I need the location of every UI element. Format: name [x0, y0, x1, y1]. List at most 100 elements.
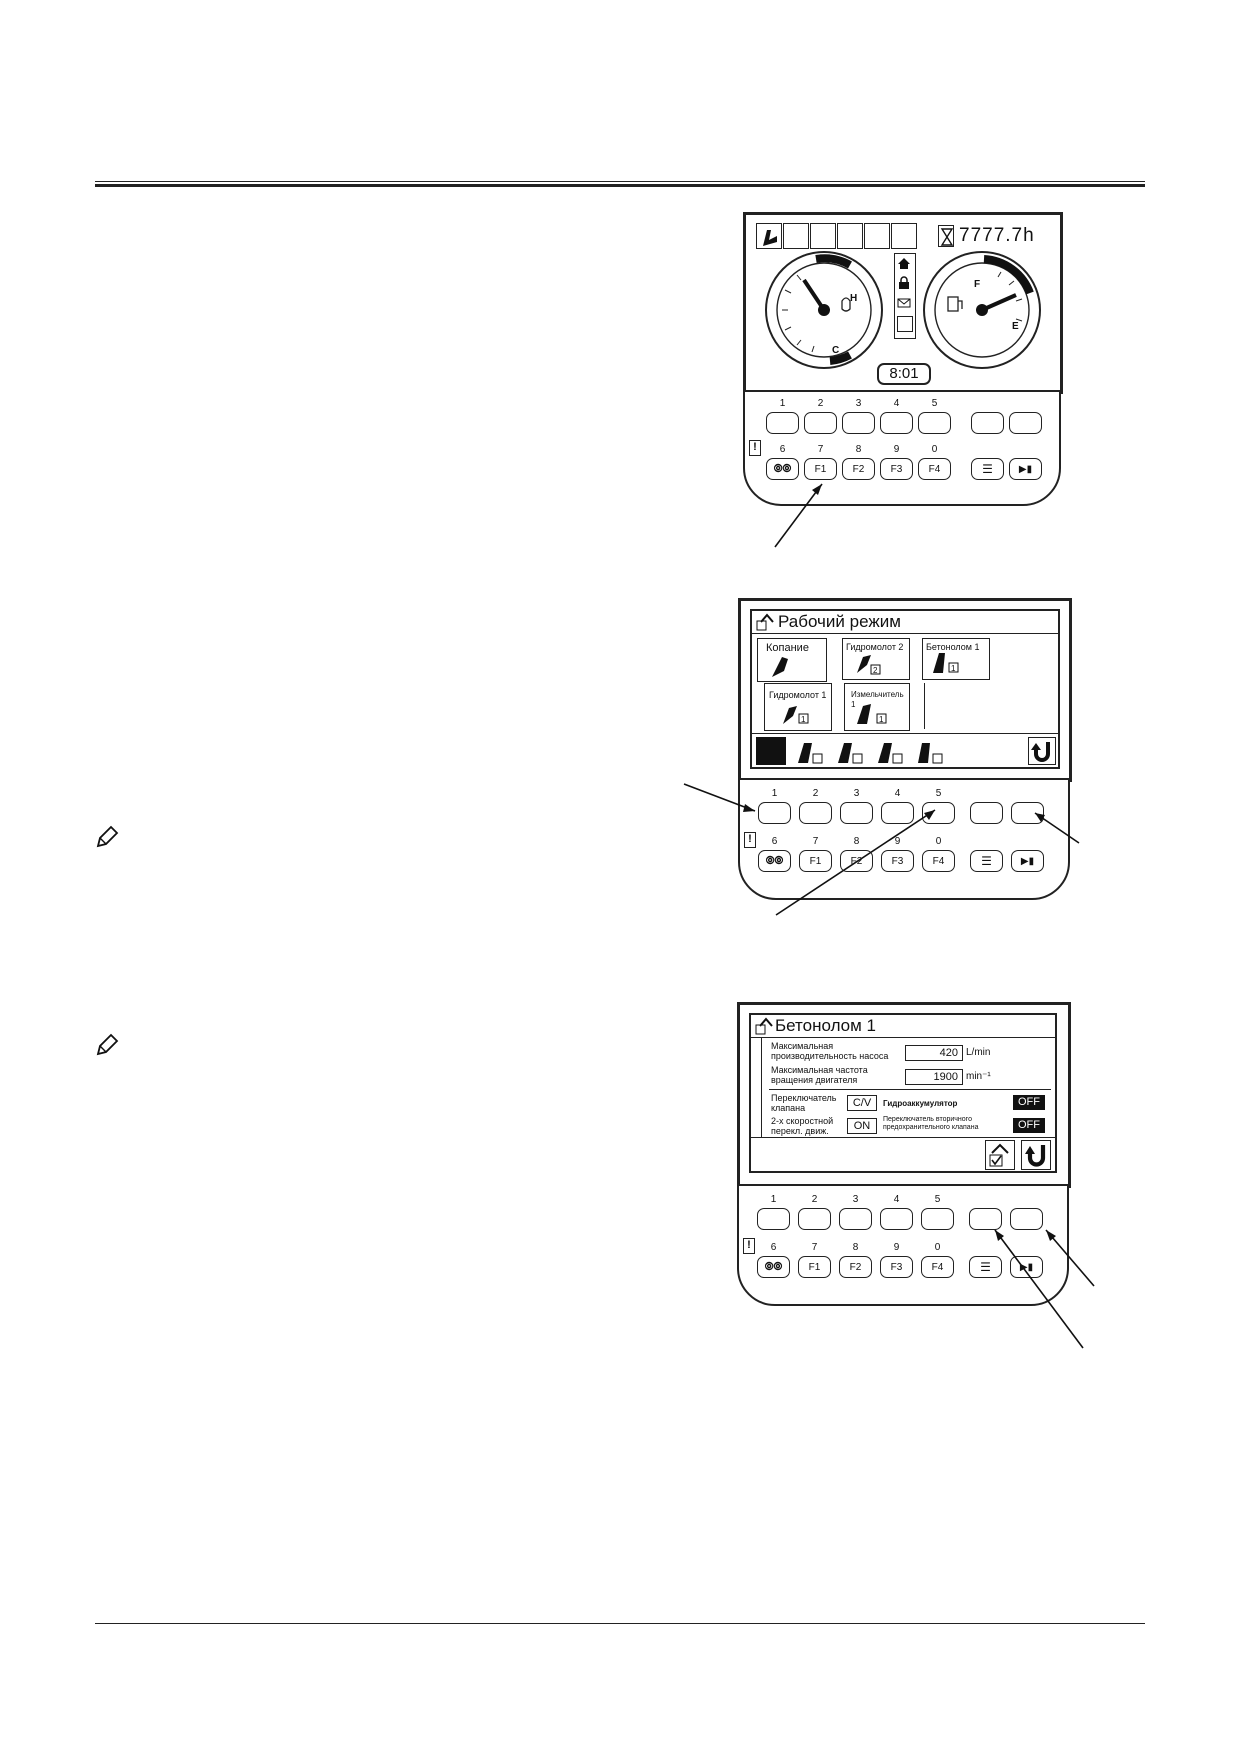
lock-icon [897, 276, 911, 290]
warning-icon: ! [749, 440, 761, 456]
key-f3[interactable]: F3 [880, 1256, 913, 1278]
indicator-slot [837, 223, 863, 249]
key-number-label: 1 [779, 398, 786, 409]
indicator-slot [783, 223, 809, 249]
mode-card-breaker-1[interactable]: Гидромолот 1 1 [764, 683, 832, 731]
key-number-label: 1 [771, 788, 778, 799]
clock-time: 8:01 [889, 365, 919, 382]
fuel-gauge [923, 251, 1041, 369]
camera-icon: ▶▮ [1019, 1261, 1034, 1273]
mode-label: Гидромолот 2 [846, 642, 904, 652]
key-blank-b[interactable] [1011, 802, 1044, 824]
mode-empty-slot [924, 683, 925, 729]
key-3[interactable] [842, 412, 875, 434]
mode-card-breaker-2[interactable]: Гидромолот 2 2 [842, 638, 910, 680]
key-4[interactable] [880, 1208, 913, 1230]
fuel-full-label: F [974, 279, 981, 290]
key-number-label: 2 [817, 398, 824, 409]
key-4[interactable] [881, 802, 914, 824]
fuel-empty-label: E [1012, 321, 1019, 332]
key-6-wiper[interactable]: ⦾⦾ [766, 458, 799, 480]
key-2[interactable] [798, 1208, 831, 1230]
temperature-low-label: C [832, 345, 840, 356]
key-5[interactable] [918, 412, 951, 434]
max-pump-label: Максимальная производительность насоса [771, 1041, 889, 1061]
key-f1[interactable]: F1 [799, 850, 832, 872]
camera-icon: ▶▮ [1020, 855, 1035, 867]
mail-icon [897, 296, 911, 310]
key-blank-a[interactable] [971, 412, 1004, 434]
mode-card-crusher-1[interactable]: Бетонолом 1 1 [922, 638, 990, 680]
key-blank-b[interactable] [1010, 1208, 1043, 1230]
key-1[interactable] [758, 802, 791, 824]
key-blank-a[interactable] [970, 802, 1003, 824]
key-number-label: 3 [853, 788, 860, 799]
key-number-label: 8 [853, 836, 860, 847]
warning-icon: ! [743, 1238, 755, 1254]
key-6-wiper[interactable]: ⦾⦾ [757, 1256, 790, 1278]
key-blank-b[interactable] [1009, 412, 1042, 434]
key-number-label: 3 [855, 398, 862, 409]
valve-switch-label: Переключатель клапана [771, 1093, 837, 1113]
secondary-relief-label: Переключатель вторичного предохранительн… [883, 1116, 979, 1131]
mode-card-pulverizer-1[interactable]: Измельчитель 1 1 [844, 683, 910, 731]
key-5[interactable] [922, 802, 955, 824]
mode-number: 1 [801, 715, 806, 724]
key-3[interactable] [840, 802, 873, 824]
mode-card-digging[interactable]: Копание [757, 638, 827, 682]
softkey-icon-digging [756, 737, 786, 765]
work-mode-screen: Рабочий режим Копание Гидромолот 2 2 Бет… [750, 609, 1060, 769]
key-number-label: 6 [770, 1242, 777, 1253]
clock-display: 8:01 [877, 363, 931, 385]
pulverizer-icon [857, 704, 871, 724]
softkey-row-divider [752, 733, 1058, 734]
key-1[interactable] [757, 1208, 790, 1230]
key-number-label: 4 [893, 398, 900, 409]
key-2[interactable] [804, 412, 837, 434]
mode-label: Гидромолот 1 [769, 690, 827, 700]
key-f4[interactable]: F4 [918, 458, 951, 480]
key-number-label: 6 [779, 444, 786, 455]
title-divider [751, 1037, 1055, 1038]
key-menu[interactable]: ☰ [971, 458, 1004, 480]
mode-label: Копание [766, 642, 809, 654]
key-4[interactable] [880, 412, 913, 434]
key-1[interactable] [766, 412, 799, 434]
key-number-label: 8 [852, 1242, 859, 1253]
key-camera[interactable]: ▶▮ [1011, 850, 1044, 872]
section-divider [769, 1089, 1051, 1090]
softkey-row-divider [751, 1137, 1055, 1138]
key-f1[interactable]: F1 [798, 1256, 831, 1278]
key-f3[interactable]: F3 [880, 458, 913, 480]
key-f3[interactable]: F3 [881, 850, 914, 872]
wiper-icon: ⦾⦾ [764, 1260, 783, 1273]
wiper-icon: ⦾⦾ [773, 462, 792, 475]
key-3[interactable] [839, 1208, 872, 1230]
max-engine-unit: min⁻¹ [966, 1071, 991, 1082]
key-camera[interactable]: ▶▮ [1009, 458, 1042, 480]
key-number-label: 5 [934, 1194, 941, 1205]
crusher-icon [933, 653, 945, 673]
key-2[interactable] [799, 802, 832, 824]
title-divider [752, 633, 1058, 634]
camera-icon: ▶▮ [1018, 463, 1033, 475]
header-rule-thick [95, 184, 1145, 187]
hour-meter: 7777.7h [959, 225, 1035, 246]
hourglass-icon [938, 225, 954, 247]
screen-title: Рабочий режим [778, 612, 901, 631]
confirm-settings-icon [985, 1140, 1015, 1170]
key-number-label: 9 [894, 836, 901, 847]
key-blank-a[interactable] [969, 1208, 1002, 1230]
wiper-icon: ⦾⦾ [765, 854, 784, 867]
key-f4[interactable]: F4 [922, 850, 955, 872]
key-menu[interactable]: ☰ [970, 850, 1003, 872]
mode-number: 1 [951, 664, 956, 673]
key-f2[interactable]: F2 [839, 1256, 872, 1278]
return-icon [1021, 1140, 1051, 1170]
key-6-wiper[interactable]: ⦾⦾ [758, 850, 791, 872]
key-f1[interactable]: F1 [804, 458, 837, 480]
key-menu[interactable]: ☰ [969, 1256, 1002, 1278]
key-f4[interactable]: F4 [921, 1256, 954, 1278]
key-f2[interactable]: F2 [842, 458, 875, 480]
key-5[interactable] [921, 1208, 954, 1230]
